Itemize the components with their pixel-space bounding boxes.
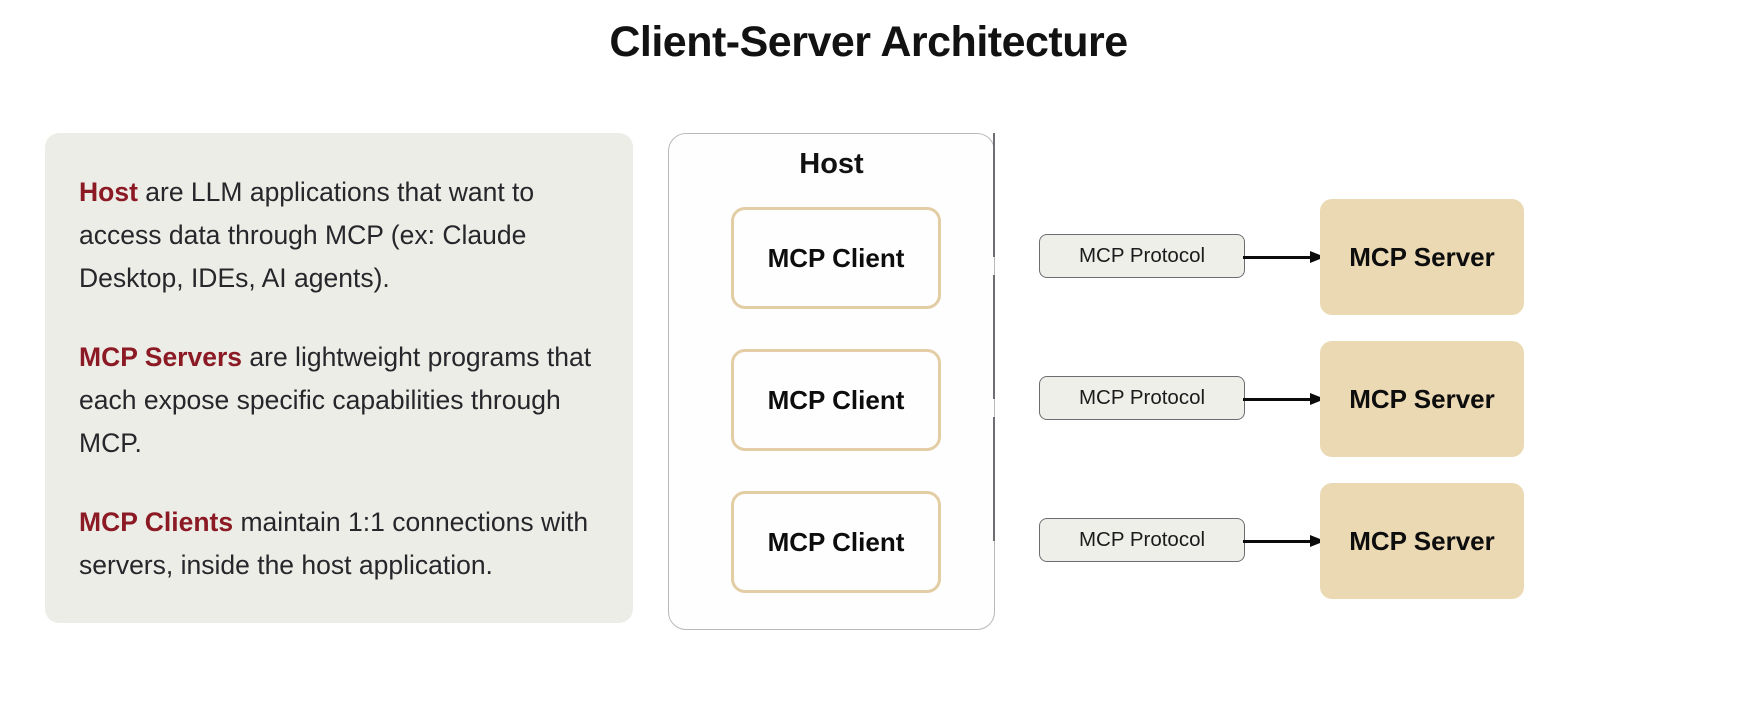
host-connector-line — [993, 133, 995, 257]
description-paragraph: MCP Servers are lightweight programs tha… — [79, 336, 599, 465]
paragraph-body: maintain 1:1 connections with servers, i… — [79, 507, 589, 580]
mcp-client-label: MCP Client — [767, 526, 905, 557]
mcp-client-box[interactable]: MCP Client — [731, 491, 941, 593]
mcp-protocol-box[interactable]: MCP Protocol — [1039, 518, 1245, 562]
mcp-protocol-label: MCP Protocol — [1078, 528, 1206, 551]
host-container: Host MCP Client MCP Client MCP Client — [668, 133, 995, 630]
connection-row: MCP Protocol MCP Server — [993, 417, 1737, 599]
mcp-server-label: MCP Server — [1349, 383, 1495, 414]
host-connector-line — [993, 417, 995, 541]
mcp-protocol-label: MCP Protocol — [1078, 244, 1206, 267]
mcp-server-box[interactable]: MCP Server — [1320, 341, 1524, 457]
mcp-server-box[interactable]: MCP Server — [1320, 199, 1524, 315]
paragraph-body: are LLM applications that want to access… — [79, 177, 535, 293]
mcp-client-label: MCP Client — [767, 242, 905, 273]
page-title: Client-Server Architecture — [609, 18, 1128, 66]
arrow-right-icon — [1243, 393, 1325, 405]
mcp-client-box[interactable]: MCP Client — [731, 349, 941, 451]
arrow-right-icon — [1243, 535, 1325, 547]
mcp-protocol-box[interactable]: MCP Protocol — [1039, 376, 1245, 420]
mcp-client-label: MCP Client — [767, 384, 905, 415]
paragraph-lead-mcp-servers: MCP Servers — [79, 342, 243, 372]
host-label: Host — [799, 148, 864, 180]
host-connector-line — [993, 275, 995, 399]
connection-row: MCP Protocol MCP Server — [993, 133, 1737, 315]
mcp-server-box[interactable]: MCP Server — [1320, 483, 1524, 599]
mcp-server-label: MCP Server — [1349, 241, 1495, 272]
paragraph-lead-host: Host — [79, 177, 138, 207]
mcp-protocol-label: MCP Protocol — [1078, 386, 1206, 409]
paragraph-body: are lightweight programs that each expos… — [79, 342, 592, 458]
connection-row: MCP Protocol MCP Server — [993, 275, 1737, 457]
mcp-server-label: MCP Server — [1349, 525, 1495, 556]
description-paragraph: Host are LLM applications that want to a… — [79, 171, 599, 300]
mcp-protocol-box[interactable]: MCP Protocol — [1039, 234, 1245, 278]
arrow-right-icon — [1243, 251, 1325, 263]
paragraph-lead-mcp-clients: MCP Clients — [79, 507, 234, 537]
description-paragraph: MCP Clients maintain 1:1 connections wit… — [79, 501, 599, 587]
description-panel: Host are LLM applications that want to a… — [45, 133, 633, 623]
mcp-client-box[interactable]: MCP Client — [731, 207, 941, 309]
